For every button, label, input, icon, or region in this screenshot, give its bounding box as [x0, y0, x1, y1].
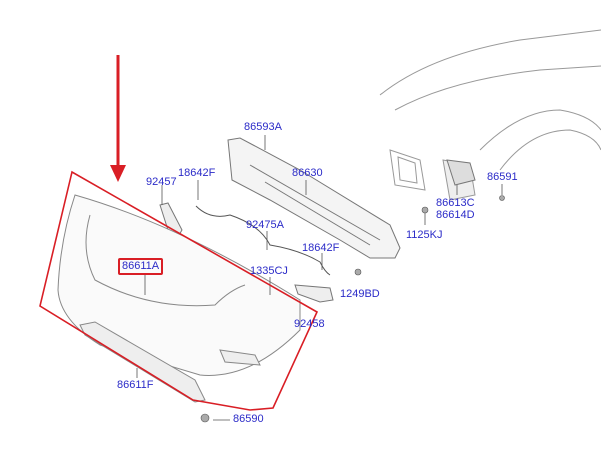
label-86593A: 86593A — [244, 121, 282, 133]
leader-lines — [136, 135, 503, 421]
garnish-86611F — [79, 321, 206, 403]
label-86590: 86590 — [233, 413, 264, 425]
label-1249BD: 1249BD — [340, 288, 380, 300]
wiring-92475A — [195, 205, 331, 276]
label-86614D: 86614D — [436, 209, 475, 221]
screw-86591-icon — [499, 195, 505, 201]
label-86613C: 86613C — [436, 197, 475, 209]
pointer-arrow-icon — [110, 55, 126, 182]
label-92475A: 92475A — [246, 219, 284, 231]
label-86611A-highlighted: 86611A — [118, 258, 164, 275]
bumper-beam-86630 — [227, 137, 401, 259]
screw-86590-icon — [200, 413, 210, 423]
reflector-92458 — [294, 284, 334, 303]
label-18642F-top: 18642F — [178, 167, 216, 179]
label-1125KJ: 1125KJ — [406, 229, 443, 241]
bumper-cover-86611A — [57, 194, 301, 376]
label-92458: 92458 — [294, 318, 325, 330]
highlight-outline — [39, 170, 319, 411]
label-18642F-bottom: 18642F — [302, 242, 340, 254]
label-92457: 92457 — [146, 176, 177, 188]
fasteners — [200, 195, 505, 423]
bolt-1249BD-icon — [354, 268, 362, 276]
label-86630: 86630 — [292, 167, 323, 179]
label-1335CJ: 1335CJ — [250, 265, 288, 277]
label-86591: 86591 — [487, 171, 518, 183]
bolt-1125KJ-icon — [421, 206, 429, 214]
bracket-86613C — [446, 159, 476, 186]
label-86611F: 86611F — [117, 379, 154, 391]
